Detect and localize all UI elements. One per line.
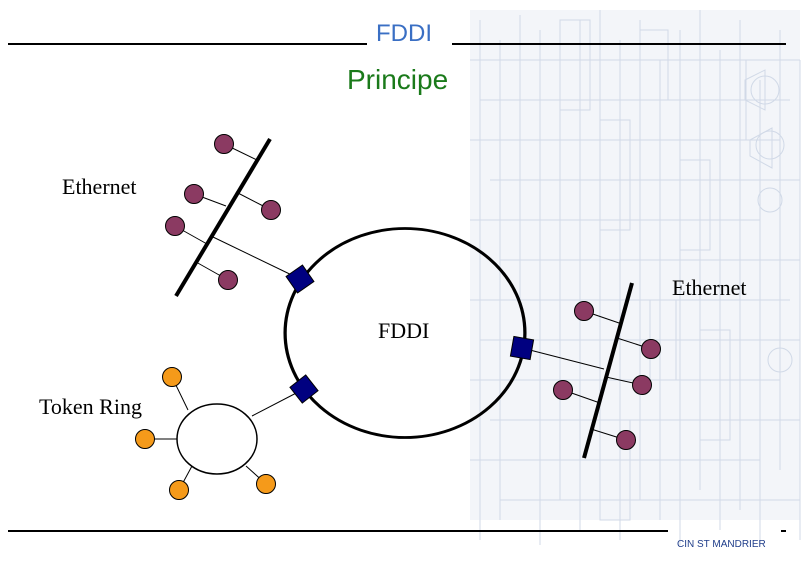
token-ring-node-3 <box>169 480 189 500</box>
bridge-token-ring <box>289 374 319 404</box>
slide-subtitle: Principe <box>347 64 449 95</box>
ethernet-left-node-5 <box>218 270 238 290</box>
label-ethernet-right: Ethernet <box>672 275 747 300</box>
bridge-ethernet-left <box>285 264 315 294</box>
ethernet-right-node-2 <box>641 339 661 359</box>
label-ethernet-left: Ethernet <box>62 174 137 199</box>
bridge-left-link <box>212 236 301 280</box>
token-ring-node-1 <box>162 367 182 387</box>
bridge-right-link <box>521 347 605 370</box>
ethernet-left-node-4 <box>165 216 185 236</box>
token-ring-node-2 <box>135 429 155 449</box>
label-token-ring: Token Ring <box>39 394 142 419</box>
ethernet-right-node-5 <box>616 430 636 450</box>
ethernet-bus-left <box>174 137 272 298</box>
fddi-ring <box>283 227 527 439</box>
footer-text: CIN ST MANDRIER <box>677 539 766 550</box>
ethernet-left-node-1 <box>214 134 234 154</box>
bridge-ethernet-right <box>509 335 535 361</box>
ethernet-right-node-1 <box>574 301 594 321</box>
ethernet-right-node-4 <box>553 380 573 400</box>
token-ring <box>176 403 258 475</box>
ethernet-right-node-3 <box>632 375 652 395</box>
ethernet-left-node-3 <box>261 200 281 220</box>
label-fddi-ring: FDDI <box>378 318 430 343</box>
token-ring-node-4 <box>256 474 276 494</box>
ethernet-left-node-2 <box>184 184 204 204</box>
slide-title: FDDI <box>376 20 432 47</box>
